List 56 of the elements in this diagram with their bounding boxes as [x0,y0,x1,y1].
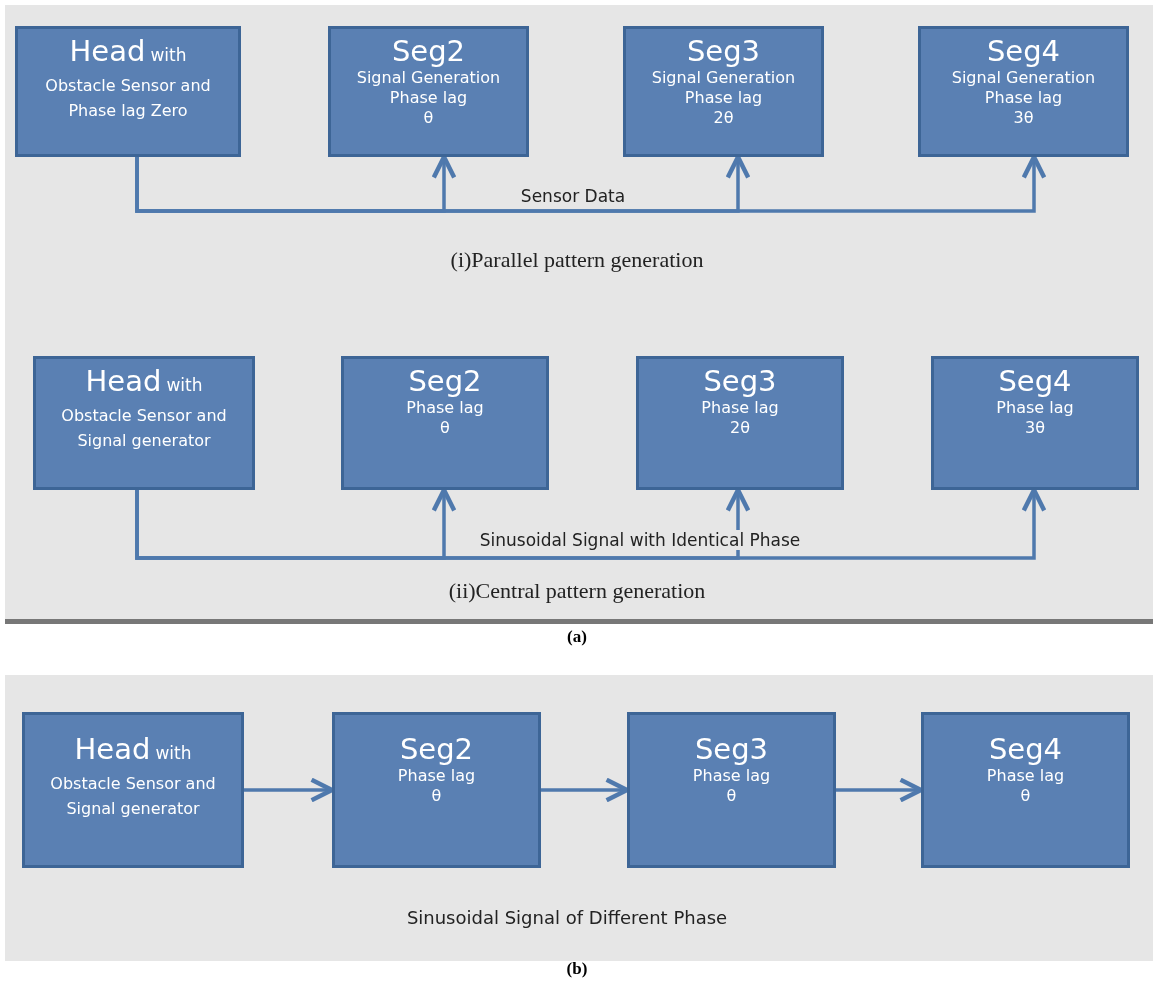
process-box [22,712,244,868]
caption: Sinusoidal Signal of Different Phase [406,907,728,928]
process-box [623,26,824,157]
box-text: 2θ [730,418,750,439]
box-text: Phase lag [397,766,476,787]
box-title: Seg2 [408,365,482,399]
box-text: θ [423,108,434,129]
box-title: Seg4 [988,733,1063,767]
process-box [636,356,844,490]
caption: (b) [566,959,588,979]
box-text: Phase lag [701,398,779,419]
box-text: Obstacle Sensor and Phase lag Zero [44,75,212,123]
box-text: with [155,743,192,763]
box-title: Seg3 [703,365,777,399]
caption: (i)Parallel pattern generation [450,247,704,273]
process-box [328,26,529,157]
box-text: Obstacle Sensor and Signal generator [49,773,217,821]
box-text: θ [431,786,442,807]
box-title: Seg3 [686,35,761,69]
box-text: θ [1020,786,1031,807]
box-text: Phase lag [984,88,1063,109]
box-title: Seg2 [391,35,466,69]
box-text: with [166,375,203,395]
process-box [931,356,1139,490]
box-text: Signal Generation [651,68,796,89]
box-title: Seg3 [694,733,769,767]
process-box [627,712,836,868]
box-text: θ [440,418,450,439]
process-box [918,26,1129,157]
process-box [33,356,255,490]
box-text: Phase lag [986,766,1065,787]
box-text: 3θ [1025,418,1045,439]
process-box [332,712,541,868]
process-box [341,356,549,490]
box-title: Head [69,34,146,68]
process-box [921,712,1130,868]
box-title: Seg2 [399,733,474,767]
box-text: Phase lag [389,88,468,109]
caption: (ii)Central pattern generation [448,578,706,604]
box-text: with [150,45,187,65]
box-title: Head [85,364,162,398]
box-text: 2θ [713,108,734,129]
caption: (a) [567,627,587,647]
process-box [15,26,241,157]
box-text: Phase lag [692,766,771,787]
box-text: 3θ [1013,108,1034,129]
box-title: Seg4 [986,35,1061,69]
box-text: Phase lag [406,398,484,419]
box-text: Signal Generation [356,68,501,89]
box-text: θ [726,786,737,807]
box-text: Signal Generation [951,68,1096,89]
box-text: Phase lag [684,88,763,109]
box-title: Head [74,732,151,766]
box-text: Obstacle Sensor and Signal generator [60,405,228,453]
box-title: Seg4 [998,365,1072,399]
box-text: Phase lag [996,398,1074,419]
